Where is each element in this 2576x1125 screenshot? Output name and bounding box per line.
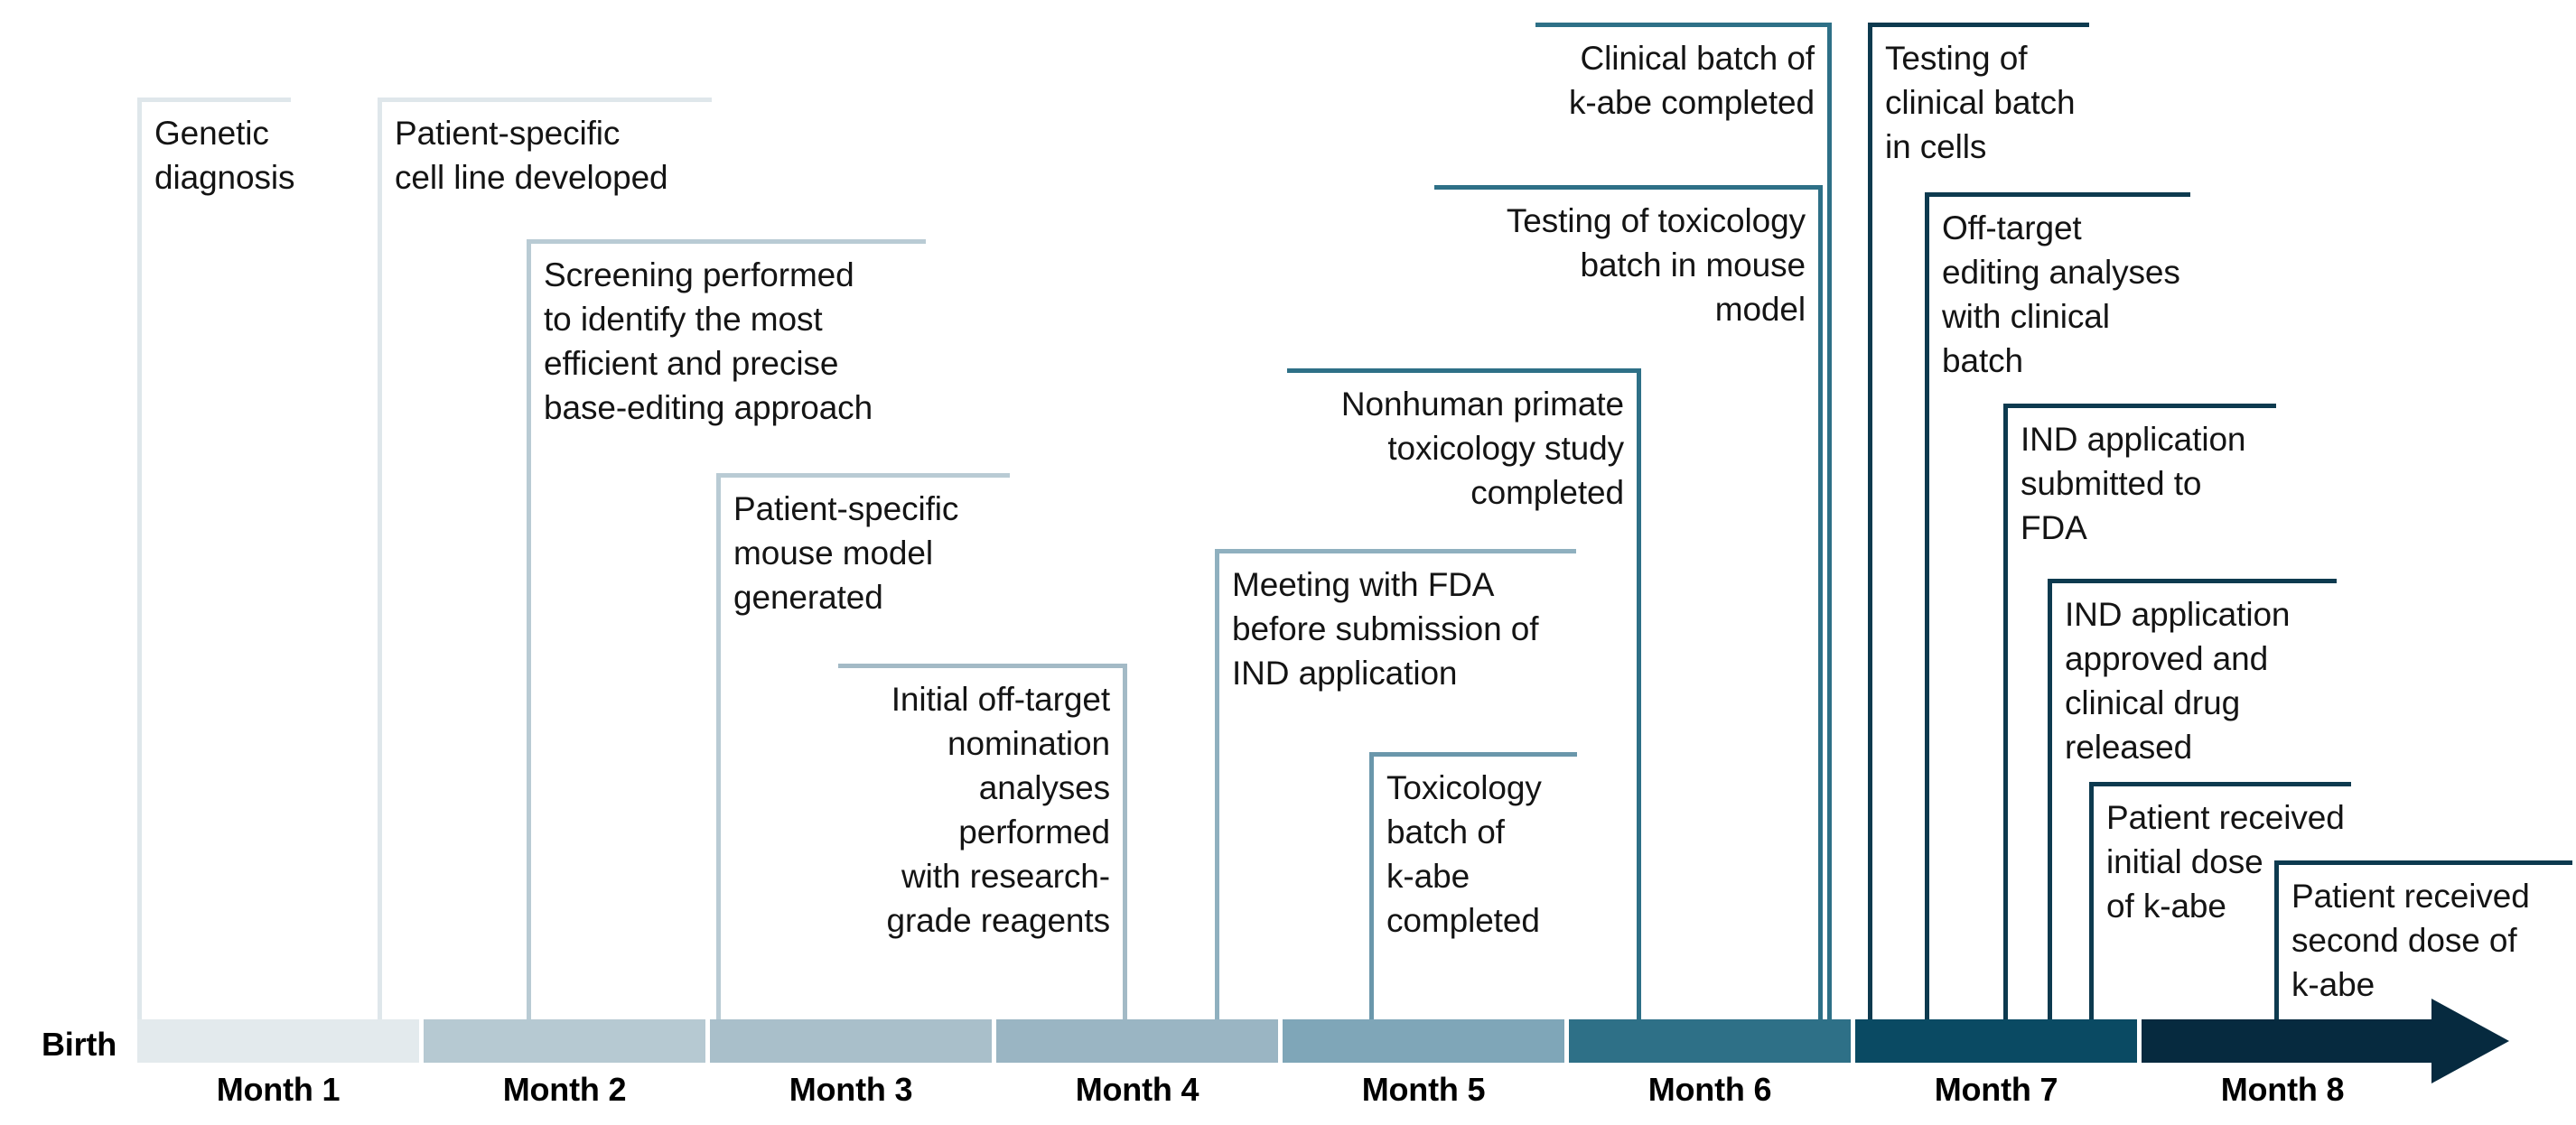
month-label-1: Month 1 xyxy=(216,1071,341,1108)
month-label-3: Month 3 xyxy=(789,1071,913,1108)
event-label: IND application approved and clinical dr… xyxy=(2065,596,2291,766)
event-cell-line-developed: Patient-specific cell line developed xyxy=(378,98,712,1019)
month-label-4: Month 4 xyxy=(1075,1071,1199,1108)
timeline-axis xyxy=(137,1019,2431,1063)
month-segment-2 xyxy=(424,1019,705,1063)
event-mouse-model-generated: Patient-specific mouse model generated xyxy=(716,473,1010,1019)
event-genetic-diagnosis: Genetic diagnosis xyxy=(137,98,295,1019)
event-meeting-with-fda: Meeting with FDA before submission of IN… xyxy=(1215,549,1576,1019)
event-label: Screening performed to identify the most… xyxy=(544,256,873,426)
month-label-6: Month 6 xyxy=(1647,1071,1772,1108)
month-label-7: Month 7 xyxy=(1934,1071,2058,1108)
birth-label: Birth xyxy=(42,1026,117,1063)
month-segment-1 xyxy=(137,1019,419,1063)
month-label-2: Month 2 xyxy=(502,1071,627,1108)
event-label: Patient-specific mouse model generated xyxy=(733,490,959,616)
month-label-8: Month 8 xyxy=(2220,1071,2345,1108)
event-screening-performed: Screening performed to identify the most… xyxy=(527,239,926,1019)
event-ind-approved: IND application approved and clinical dr… xyxy=(2048,579,2337,1019)
event-label: Meeting with FDA before submission of IN… xyxy=(1232,566,1539,692)
event-nhp-toxicology-study: Nonhuman primate toxicology study comple… xyxy=(1287,368,1641,1019)
event-off-target-clinical: Off-target editing analyses with clinica… xyxy=(1925,192,2190,1019)
event-label: Testing of toxicology batch in mouse mod… xyxy=(1506,202,1806,328)
event-testing-clinical-cells: Testing of clinical batch in cells xyxy=(1868,23,2089,1019)
event-toxicology-batch-kabe: Toxicology batch of k-abe completed xyxy=(1369,752,1577,1019)
month-segment-5 xyxy=(1283,1019,1564,1063)
event-label: Nonhuman primate toxicology study comple… xyxy=(1340,386,1624,511)
event-ind-submitted: IND application submitted to FDA xyxy=(2003,404,2276,1019)
event-label: Clinical batch of k-abe completed xyxy=(1568,40,1815,121)
event-label: Off-target editing analyses with clinica… xyxy=(1942,209,2180,379)
event-label: Genetic diagnosis xyxy=(154,115,295,196)
event-initial-dose: Patient received initial dose of k-abe xyxy=(2089,782,2351,1019)
event-label: Initial off-target nomination analyses p… xyxy=(886,681,1110,939)
month-segment-3 xyxy=(710,1019,992,1063)
month-segment-4 xyxy=(996,1019,1278,1063)
event-label: Testing of clinical batch in cells xyxy=(1885,40,2076,165)
event-clinical-batch-completed: Clinical batch of k-abe completed xyxy=(1535,23,1832,1019)
event-label: Patient received initial dose of k-abe xyxy=(2106,799,2345,925)
month-segment-7 xyxy=(1855,1019,2137,1063)
month-label-5: Month 5 xyxy=(1361,1071,1486,1108)
event-initial-off-target: Initial off-target nomination analyses p… xyxy=(838,664,1127,1019)
month-segment-6 xyxy=(1569,1019,1851,1063)
event-label: Patient-specific cell line developed xyxy=(395,115,668,196)
event-label: IND application submitted to FDA xyxy=(2021,421,2246,546)
event-second-dose: Patient received second dose of k-abe xyxy=(2274,860,2572,1019)
month-segment-8 xyxy=(2142,1019,2431,1063)
event-label: Patient received second dose of k-abe xyxy=(2291,878,2530,1003)
timeline-arrowhead xyxy=(2431,999,2509,1083)
event-label: Toxicology batch of k-abe completed xyxy=(1386,769,1542,939)
event-testing-toxicology-mouse: Testing of toxicology batch in mouse mod… xyxy=(1434,185,1823,1019)
